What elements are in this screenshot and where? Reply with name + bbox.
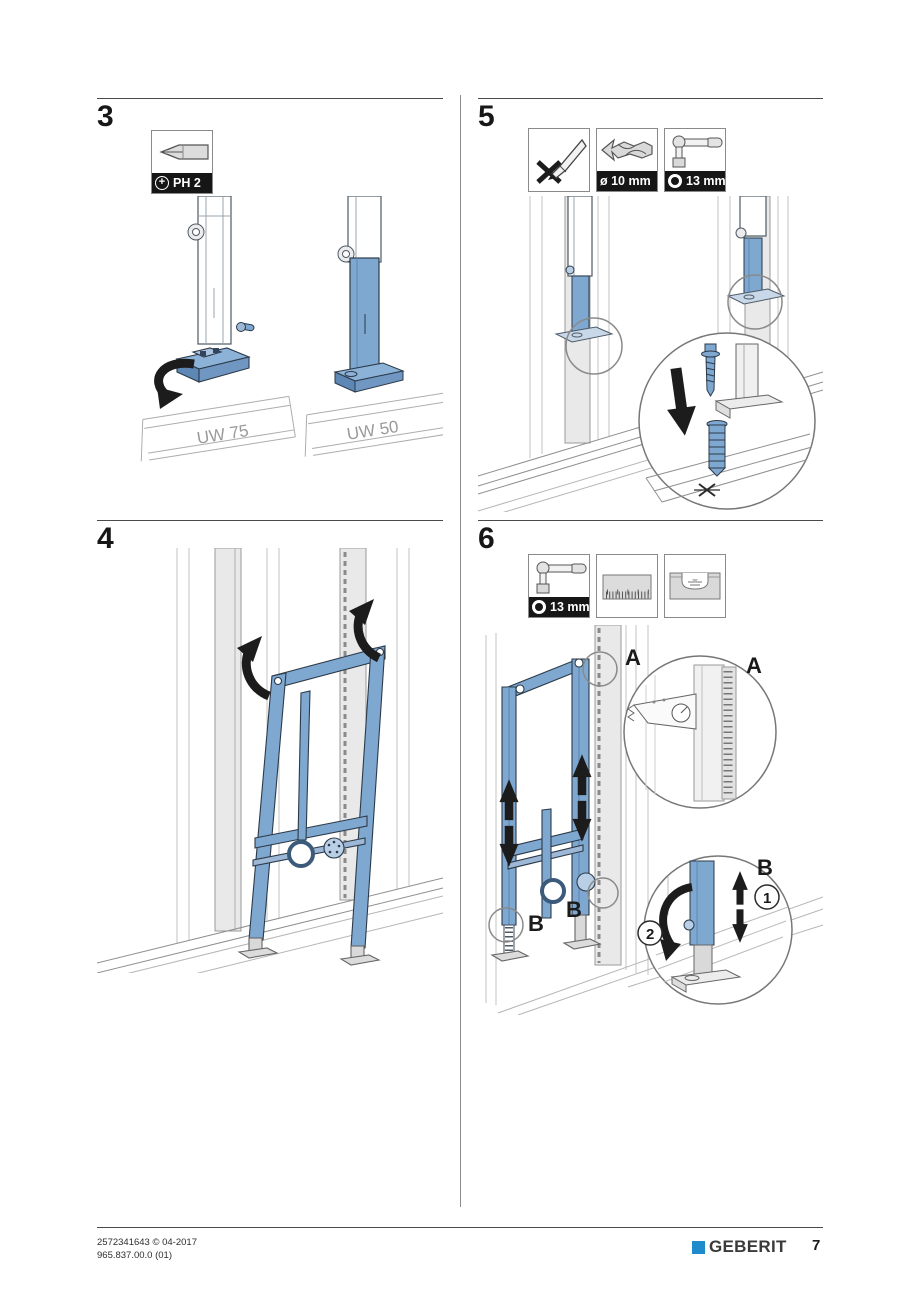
socket-wrench-icon: [665, 129, 725, 171]
tool-ruler: [596, 554, 658, 618]
phillips-circle-icon: [155, 176, 169, 190]
tool-socket-size: 13 mm: [686, 174, 726, 188]
rotate-arrow: [154, 358, 195, 409]
column-divider: [460, 95, 461, 1207]
step-2-circle: [637, 920, 663, 946]
wall-plug: [706, 420, 728, 477]
geberit-logo-square-icon: [692, 1240, 705, 1254]
tool-phillips: PH 2: [151, 130, 213, 194]
frame-leg-right: [333, 196, 405, 393]
section-5-rule: [478, 98, 823, 99]
tool-socket-size: 13 mm: [550, 600, 590, 614]
section-6-tools: 13 mm: [528, 554, 726, 618]
detail-circle-anchor: [638, 332, 816, 510]
callout-b-label-mid: B: [566, 897, 582, 922]
rail-uw50: [304, 392, 443, 457]
down-arrow: [667, 367, 696, 436]
detail-a-label: A: [746, 653, 762, 678]
step-1-label: 1: [763, 890, 771, 907]
footer-doc-info: 2572341643 © 04-2017 965.837.00.0 (01): [97, 1236, 197, 1263]
tool-drill-label: ø 10 mm: [597, 171, 657, 191]
section-6-rule: [478, 520, 823, 521]
section-6-number: 6: [478, 522, 495, 555]
tool-socket-label: 13 mm: [529, 597, 590, 617]
step-2-label: 2: [646, 926, 654, 943]
callout-a-label: A: [625, 645, 641, 670]
marking-pencil-icon: [529, 129, 589, 191]
foot-screw: [236, 322, 255, 332]
section-5-illustration: [478, 196, 823, 512]
spirit-level-icon: [665, 555, 725, 617]
page-number: 7: [812, 1237, 821, 1254]
socket-ring-icon: [668, 174, 682, 188]
socket-wrench-icon: [529, 555, 589, 597]
section-3-number: 3: [97, 100, 114, 133]
footer-doc-line2: 965.837.00.0 (01): [97, 1250, 173, 1262]
detail-circle-b: 1 2: [637, 855, 793, 1005]
drill-mark: [694, 483, 720, 497]
geberit-logo-text: GEBERIT: [709, 1237, 787, 1256]
tool-spirit-level: [664, 554, 726, 618]
tool-phillips-size: PH 2: [173, 176, 201, 190]
callout-b-label-left: B: [528, 911, 544, 936]
callout-circle-b-right: [587, 877, 619, 909]
footer-doc-line1: 2572341643 © 04-2017: [97, 1237, 197, 1248]
turn-arrow: [659, 883, 693, 961]
floor-rails: [97, 877, 443, 973]
step-1-circle: [754, 884, 780, 910]
ruler-icon: [597, 555, 657, 617]
tool-socket-wrench: 13 mm: [664, 128, 726, 192]
section-3-tools: PH 2: [151, 130, 213, 194]
tool-drill-size: ø 10 mm: [600, 174, 651, 188]
section-3-rule: [97, 98, 443, 99]
detail-circle-right-foot: [727, 274, 783, 330]
section-4-illustration: [97, 548, 443, 973]
mounting-frame: [237, 645, 386, 966]
tilt-arrow-left: [237, 636, 271, 701]
rail-uw75-label: UW 75: [196, 421, 250, 448]
tool-socket-wrench: 13 mm: [528, 554, 590, 618]
tool-phillips-label: PH 2: [152, 173, 212, 193]
rail-uw75: [140, 395, 296, 462]
foot-plate: [175, 347, 251, 383]
section-5-tools: ø 10 mm 13 mm: [528, 128, 726, 192]
detail-circle-a: [623, 655, 777, 809]
footer-rule: [97, 1227, 823, 1228]
tilt-arrow-right: [349, 599, 382, 663]
section-4-number: 4: [97, 522, 114, 555]
detail-b-label: B: [757, 855, 773, 880]
tool-marking-pencil: [528, 128, 590, 192]
tool-drill-bit: ø 10 mm: [596, 128, 658, 192]
frame-leg-right: [726, 196, 786, 305]
section-4-rule: [97, 520, 443, 521]
socket-ring-icon: [532, 600, 546, 614]
frame-leg-left: [187, 196, 232, 345]
callout-circle-a-small: [582, 651, 618, 687]
drill-bit-icon: [597, 129, 657, 171]
phillips-bit-icon: [152, 131, 212, 173]
tool-socket-label: 13 mm: [665, 171, 726, 191]
section-6-illustration: A B B A: [485, 625, 823, 1015]
leg-post: [714, 343, 784, 419]
anchor-screw: [701, 343, 720, 397]
detail-circle-left-foot: [565, 317, 623, 375]
section-3-illustration: UW 75 UW 50: [140, 196, 443, 462]
geberit-logo: GEBERIT: [692, 1237, 787, 1257]
section-5-number: 5: [478, 100, 495, 133]
rail-uw50-label: UW 50: [346, 417, 400, 444]
callout-circle-b-left: [488, 907, 524, 943]
